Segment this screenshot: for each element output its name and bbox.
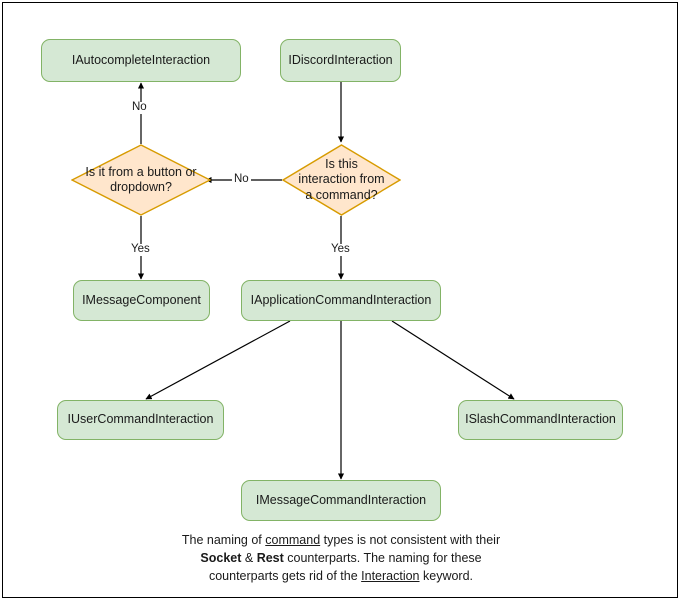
node-application-command-interaction[interactable]: IApplicationCommandInteraction xyxy=(241,280,441,321)
edge-label-no-button-decision: No xyxy=(232,173,251,186)
footnote-text: counterparts. The naming for these xyxy=(283,551,482,566)
footnote-bold-socket: Socket xyxy=(200,551,242,566)
diamond-shape xyxy=(282,144,401,216)
node-label: Is it from a button or dropdown? xyxy=(85,164,197,194)
footnote-bold-rest: Rest xyxy=(256,551,284,566)
edge-label-yes-application-command: Yes xyxy=(329,243,352,256)
footnote-text: & xyxy=(241,551,257,566)
node-user-command-interaction[interactable]: IUserCommandInteraction xyxy=(57,400,224,440)
footnote: The naming of command types is not consi… xyxy=(141,531,541,585)
footnote-text: keyword. xyxy=(419,569,474,584)
node-label: IUserCommandInteraction xyxy=(67,412,214,427)
node-message-component[interactable]: IMessageComponent xyxy=(73,280,210,321)
node-label: IDiscordInteraction xyxy=(288,52,393,67)
footnote-underlined-command: command xyxy=(265,533,321,547)
node-slash-command-interaction[interactable]: ISlashCommandInteraction xyxy=(458,400,623,440)
edge-label-yes-message-component: Yes xyxy=(129,243,152,256)
footnote-text: types is not consistent with their xyxy=(320,533,501,547)
node-label: IMessageCommandInteraction xyxy=(255,492,427,507)
footnote-text: The naming of xyxy=(181,533,266,547)
node-decision-interaction-from-command[interactable]: Is this interaction from a command? xyxy=(282,144,401,216)
node-label: IMessageComponent xyxy=(82,292,201,307)
node-label: ISlashCommandInteraction xyxy=(465,412,616,427)
footnote-line-2: Socket & Rest counterparts. The naming f… xyxy=(141,549,541,567)
footnote-line-3: counterparts gets rid of the Interaction… xyxy=(141,567,541,585)
node-discord-interaction[interactable]: IDiscordInteraction xyxy=(280,39,401,82)
node-autocomplete-interaction[interactable]: IAutocompleteInteraction xyxy=(41,39,241,82)
diamond-shape xyxy=(71,144,211,216)
footnote-line-1: The naming of command types is not consi… xyxy=(141,531,541,549)
edge-label-no-autocomplete: No xyxy=(130,101,149,114)
node-label: IAutocompleteInteraction xyxy=(71,52,211,67)
node-message-command-interaction[interactable]: IMessageCommandInteraction xyxy=(241,480,441,521)
node-label: Is this interaction from a command? xyxy=(298,157,385,202)
footnote-text: counterparts gets rid of the xyxy=(208,569,362,584)
node-decision-button-or-dropdown[interactable]: Is it from a button or dropdown? xyxy=(71,144,211,216)
footnote-underlined-interaction: Interaction xyxy=(361,569,420,584)
node-label: IApplicationCommandInteraction xyxy=(250,292,432,307)
